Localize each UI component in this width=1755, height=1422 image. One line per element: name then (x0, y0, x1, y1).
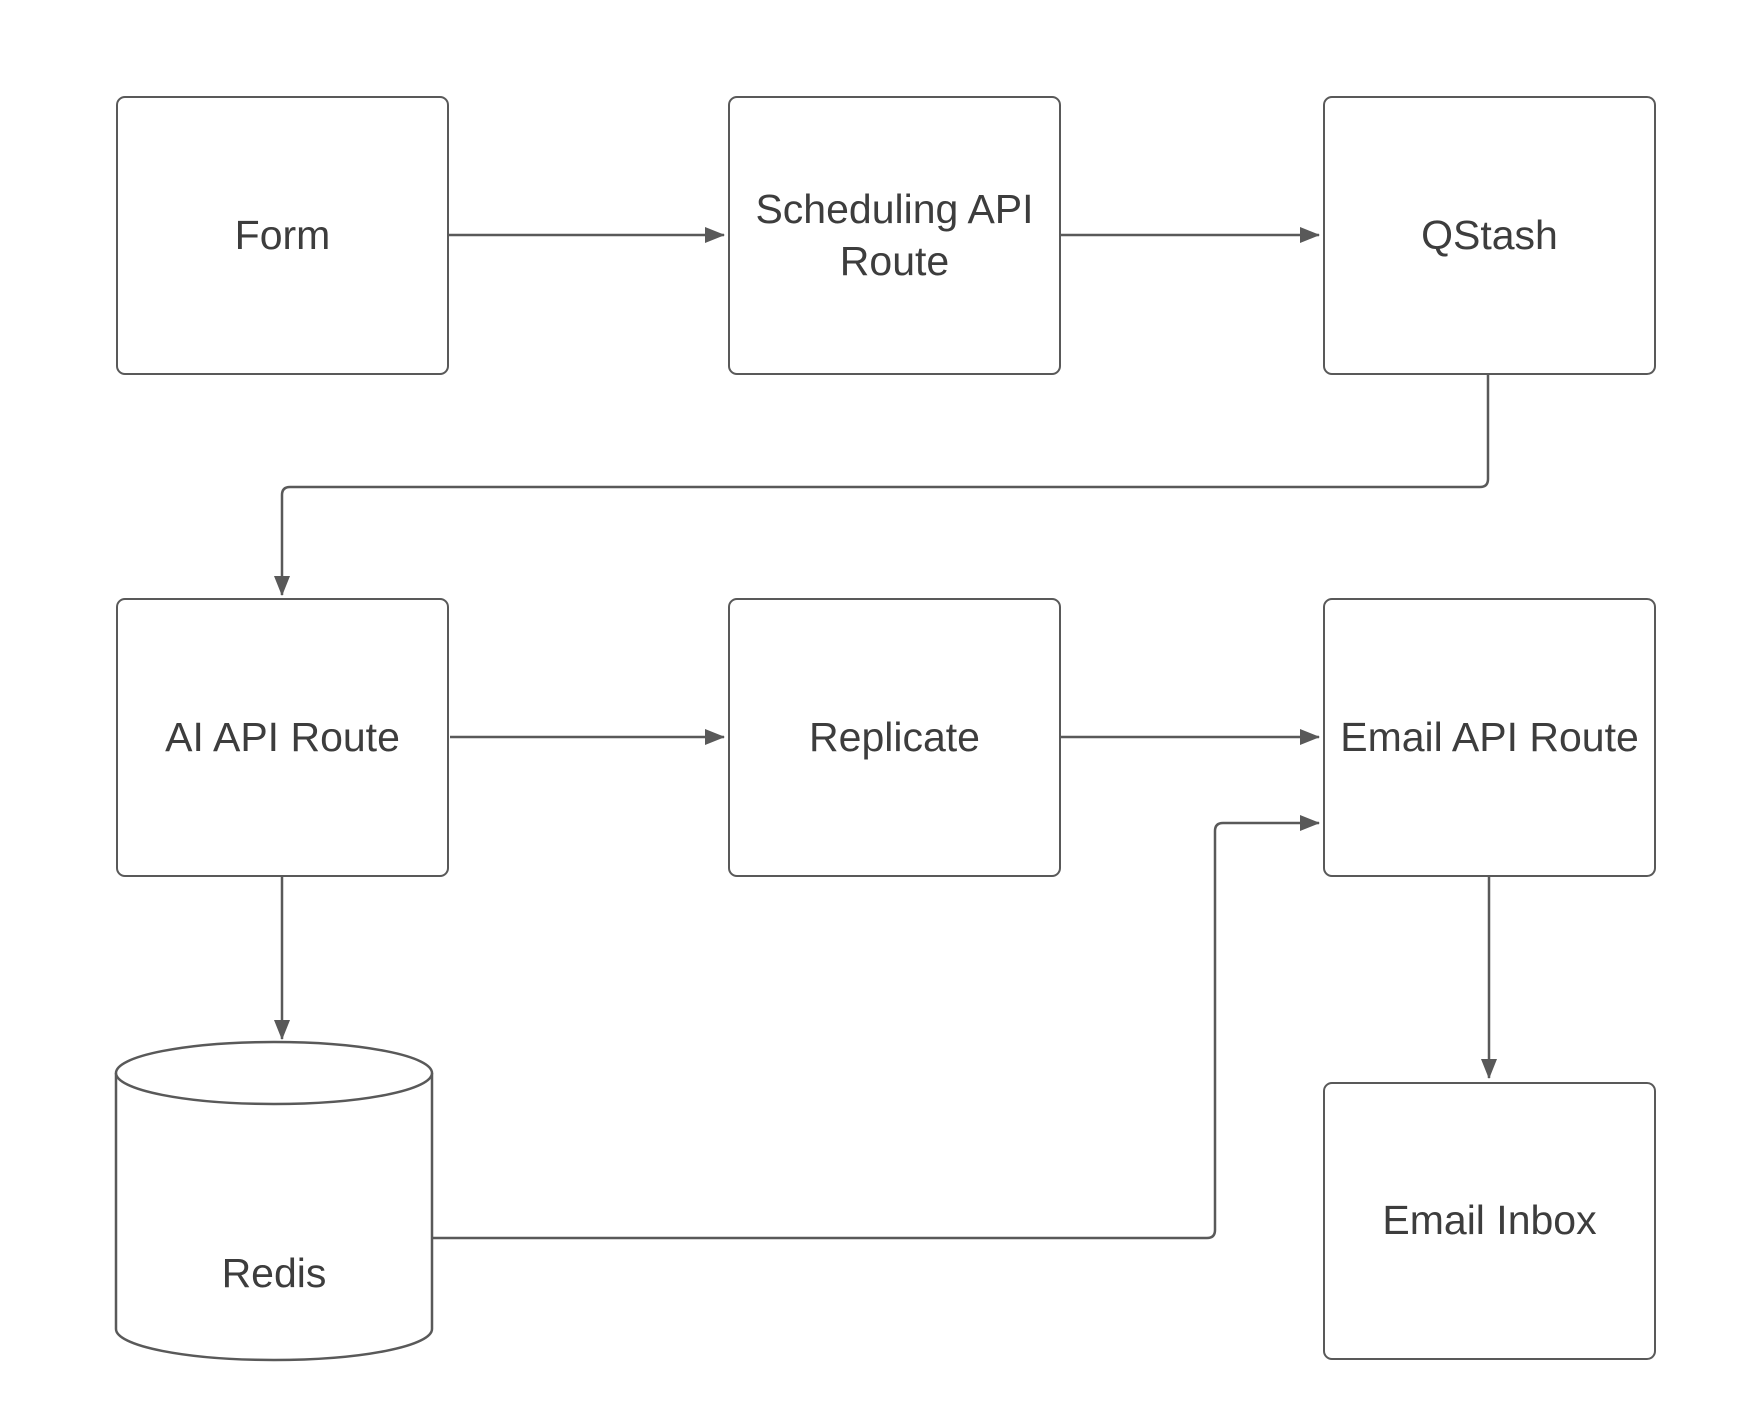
cylinder-body (114, 1073, 434, 1362)
node-redis-cylinder[interactable] (114, 1040, 434, 1362)
node-email-api-route[interactable]: Email API Route (1323, 598, 1656, 877)
node-replicate[interactable]: Replicate (728, 598, 1061, 877)
node-ai-api-route[interactable]: AI API Route (116, 598, 449, 877)
node-form-label: Form (234, 211, 331, 258)
edge-qstash-to-ai-api-route (274, 375, 1490, 596)
node-scheduling-api-route-label: Scheduling API Route (755, 186, 1034, 284)
node-ai-api-route-label: AI API Route (165, 713, 400, 760)
edge-redis-to-email-api-route (432, 815, 1320, 1240)
node-form[interactable]: Form (116, 96, 449, 375)
cylinder-top-ellipse (114, 1040, 434, 1106)
node-replicate-label: Replicate (809, 713, 980, 760)
node-email-inbox[interactable]: Email Inbox (1323, 1082, 1656, 1360)
node-qstash[interactable]: QStash (1323, 96, 1656, 375)
node-scheduling-api-route[interactable]: Scheduling API Route (728, 96, 1061, 375)
node-redis-label: Redis (221, 1250, 327, 1296)
node-email-api-route-label: Email API Route (1340, 713, 1639, 760)
node-email-inbox-label: Email Inbox (1382, 1197, 1597, 1244)
node-qstash-label: QStash (1421, 211, 1558, 258)
